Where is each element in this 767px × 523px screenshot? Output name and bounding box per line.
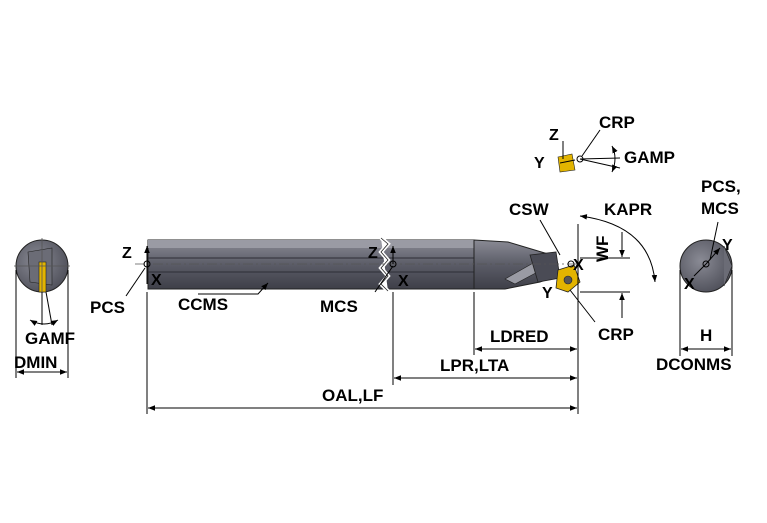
mcs-z-axis: Z <box>368 245 378 262</box>
left-insert <box>38 261 47 293</box>
pcs-right-label: PCS, <box>701 177 741 196</box>
lpr-lta-label: LPR,LTA <box>440 356 509 375</box>
pcs-left-label: PCS <box>90 298 125 317</box>
gamp-label: GAMP <box>624 148 675 167</box>
crp-top-label: CRP <box>599 113 635 132</box>
pcs-z-axis: Z <box>122 245 132 262</box>
ldred-label: LDRED <box>490 327 549 346</box>
right-end-view <box>679 221 733 356</box>
insert-detail <box>539 129 658 318</box>
right-y-axis: Y <box>722 237 733 254</box>
dconms-label: DCONMS <box>656 355 732 374</box>
ccms-label: CCMS <box>178 295 228 314</box>
gamf-label: GAMF <box>25 329 75 348</box>
detail-z-axis: Z <box>549 127 559 144</box>
kapr-label: KAPR <box>604 200 652 219</box>
dmin-label: DMIN <box>14 353 57 372</box>
pcs-x-axis: X <box>151 272 162 289</box>
mcs-x-axis: X <box>398 273 409 290</box>
mcs-label: MCS <box>320 297 358 316</box>
detail-y-axis: Y <box>534 155 545 172</box>
shank-highlight <box>148 240 474 248</box>
crp-bottom-label: CRP <box>598 325 634 344</box>
mcs-right-label: MCS <box>701 199 739 218</box>
h-label: H <box>700 326 712 345</box>
wf-label: WF <box>593 236 612 262</box>
detail-insert <box>557 153 576 173</box>
length-dimensions <box>146 289 596 414</box>
right-x-axis: X <box>684 276 695 293</box>
left-end-view <box>14 238 70 378</box>
oal-lf-label: OAL,LF <box>322 386 383 405</box>
crp-y-axis: Y <box>542 285 553 302</box>
csw-label: CSW <box>509 200 550 219</box>
shank-side-view <box>125 236 581 297</box>
